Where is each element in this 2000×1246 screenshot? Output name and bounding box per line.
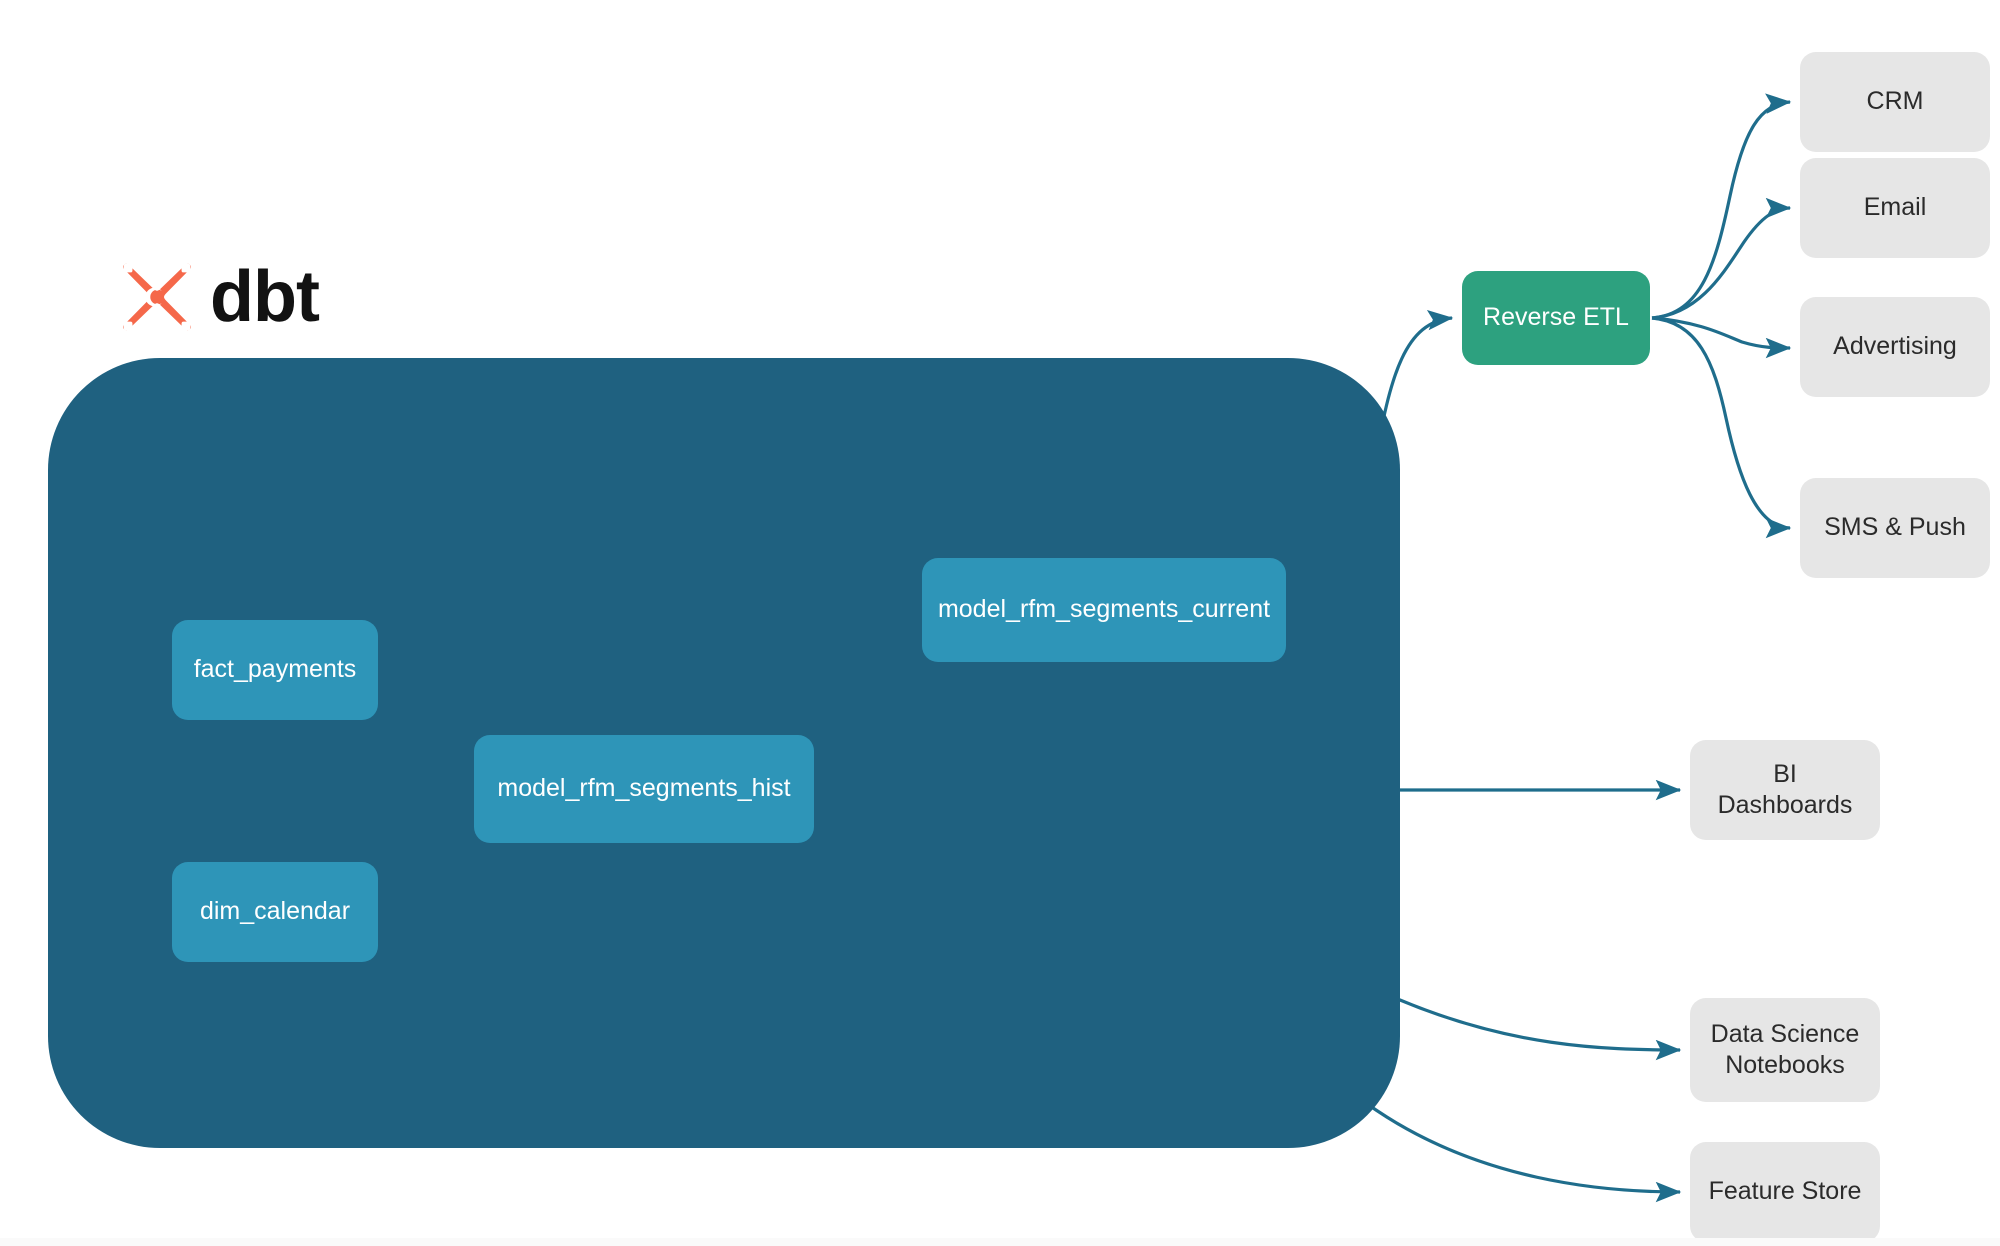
node-dim-calendar-label: dim_calendar <box>199 897 351 926</box>
node-fact-payments-label: fact_payments <box>193 655 357 684</box>
node-dim-calendar[interactable]: dim_calendar <box>172 862 378 962</box>
node-reverse-etl-label: Reverse ETL <box>1483 303 1629 332</box>
node-advertising-label: Advertising <box>1833 332 1957 361</box>
node-sms-push-label: SMS & Push <box>1824 513 1966 542</box>
node-feature-store-label: Feature Store <box>1708 1177 1862 1206</box>
node-model-rfm-segments-hist-label: model_rfm_segments_hist <box>497 774 791 803</box>
node-reverse-etl[interactable]: Reverse ETL <box>1462 271 1650 365</box>
node-feature-store[interactable]: Feature Store <box>1690 1142 1880 1242</box>
edge-reverse-etl-to-sms-push <box>1651 316 1792 539</box>
dbt-brand: dbt <box>118 257 320 337</box>
node-crm-label: CRM <box>1866 87 1924 116</box>
node-bi-dashboards[interactable]: BI Dashboards <box>1690 740 1880 840</box>
edge-reverse-etl-to-advertising <box>1651 316 1792 359</box>
node-fact-payments[interactable]: fact_payments <box>172 620 378 720</box>
node-data-science-notebooks[interactable]: Data Science Notebooks <box>1690 998 1880 1102</box>
node-email-label: Email <box>1863 193 1927 222</box>
dbt-logo-icon <box>123 263 191 331</box>
node-model-rfm-segments-current-label: model_rfm_segments_current <box>937 595 1271 624</box>
node-email[interactable]: Email <box>1800 158 1990 258</box>
node-model-rfm-segments-hist[interactable]: model_rfm_segments_hist <box>474 735 814 843</box>
node-sms-push[interactable]: SMS & Push <box>1800 478 1990 578</box>
edge-reverse-etl-to-email <box>1651 197 1792 320</box>
edge-reverse-etl-to-crm <box>1651 93 1792 320</box>
bottom-band <box>0 1238 2000 1246</box>
node-bi-dashboards-label: BI Dashboards <box>1717 759 1853 819</box>
node-advertising[interactable]: Advertising <box>1800 297 1990 397</box>
node-crm[interactable]: CRM <box>1800 52 1990 152</box>
node-model-rfm-segments-current[interactable]: model_rfm_segments_current <box>922 558 1286 662</box>
dbt-wordmark: dbt <box>210 257 320 337</box>
node-data-science-notebooks-label: Data Science Notebooks <box>1710 1019 1860 1079</box>
